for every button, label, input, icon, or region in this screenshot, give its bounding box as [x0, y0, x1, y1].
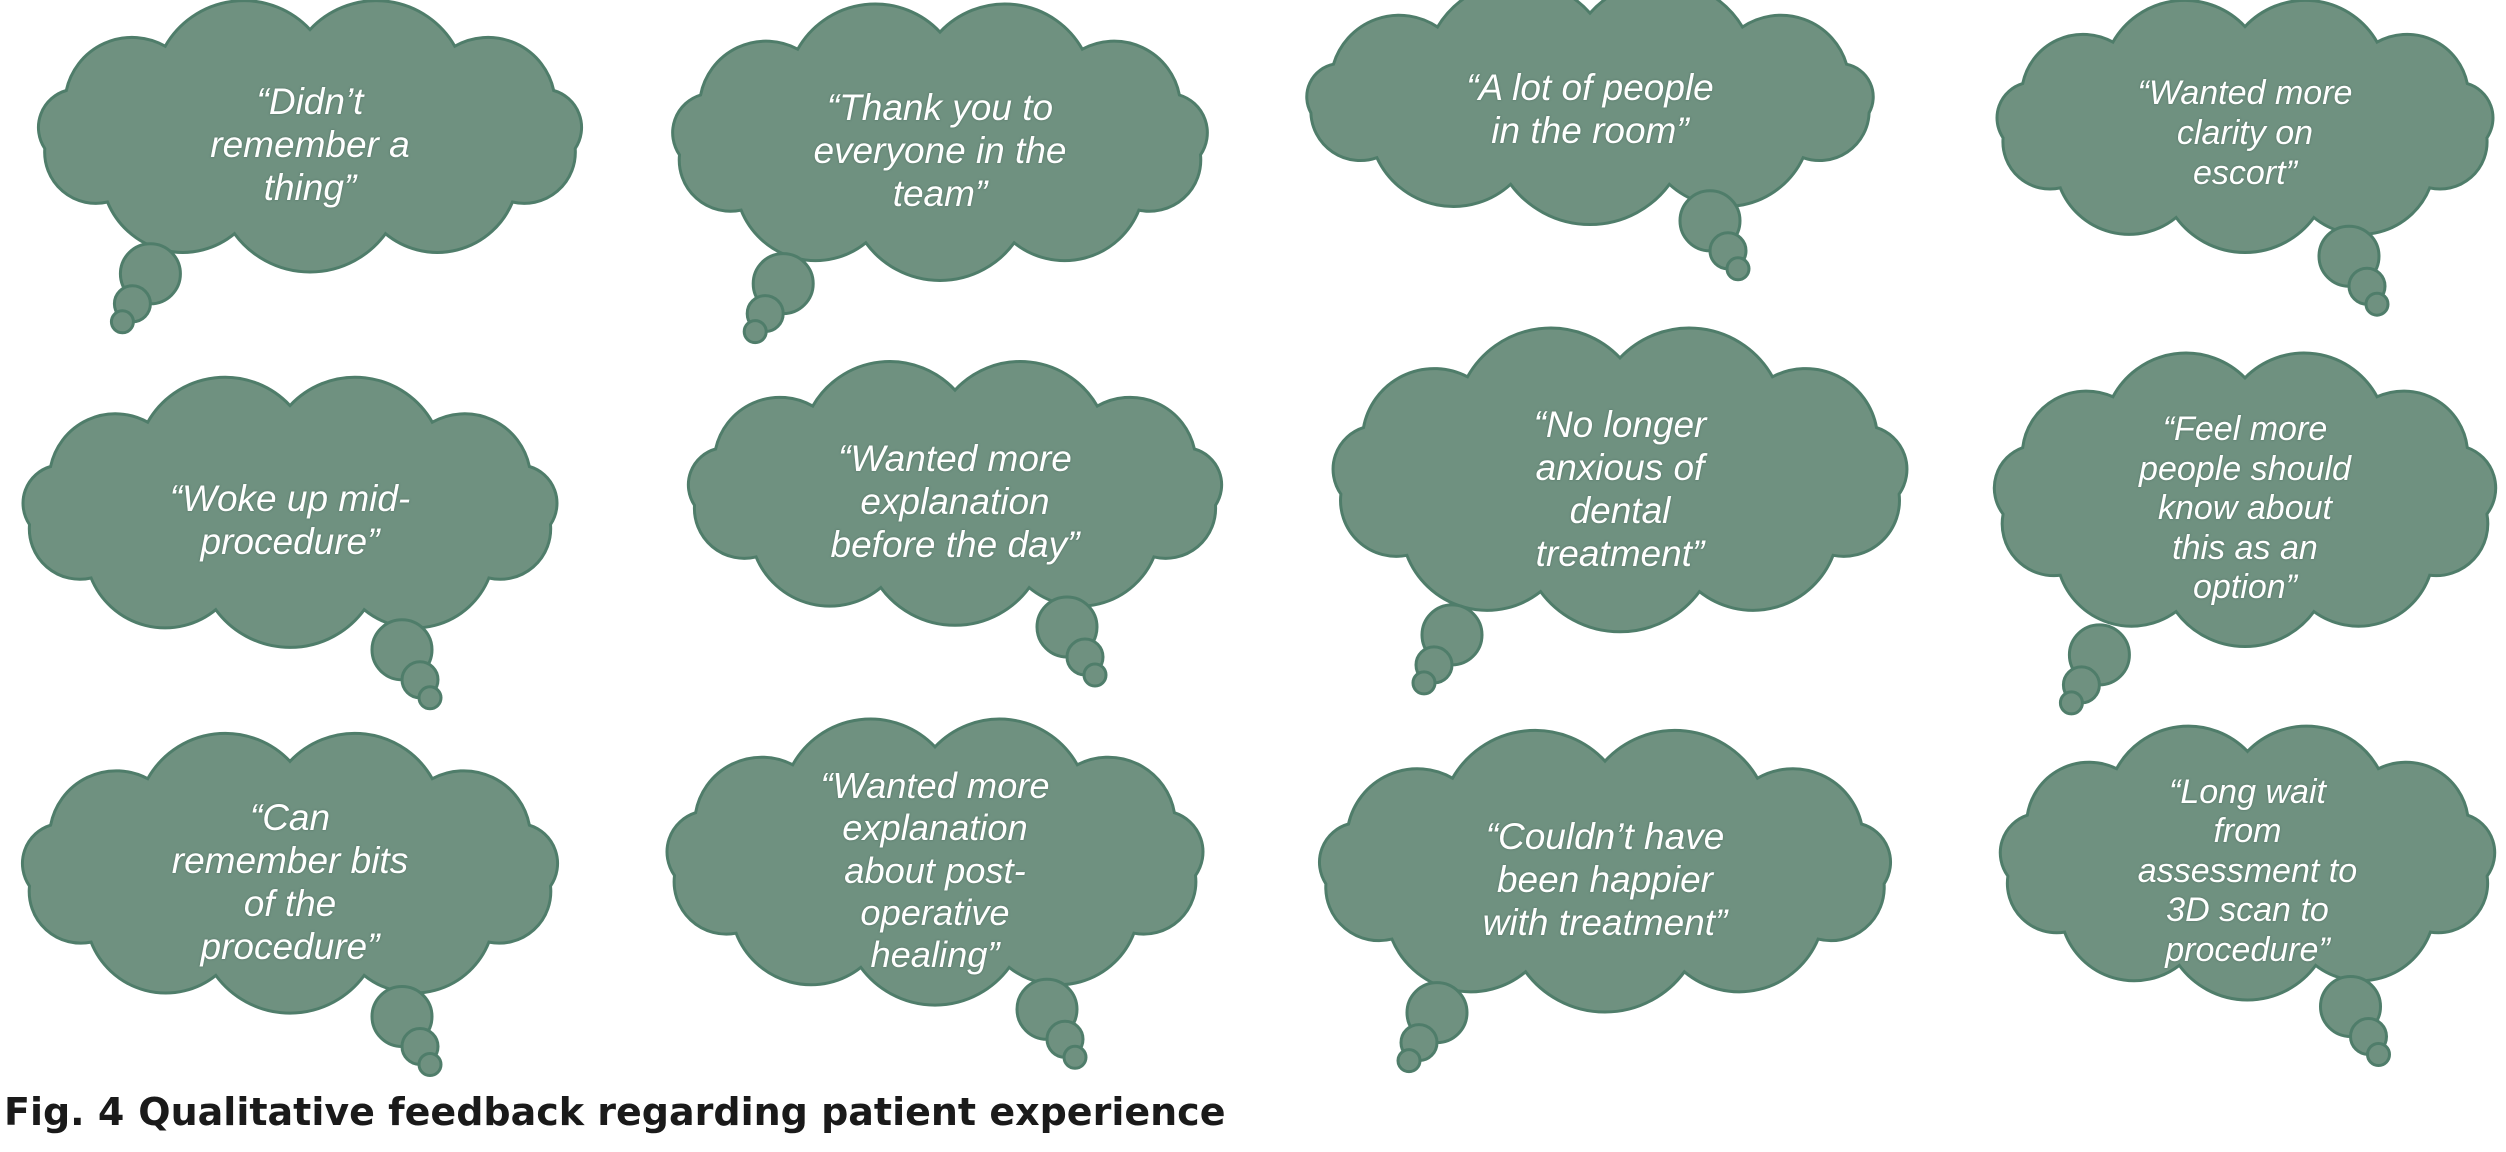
bubble-tail-circle [1725, 256, 1751, 282]
cloud-shape [686, 360, 1224, 688]
cloud-body [1331, 326, 1909, 634]
cloud-shape [1998, 724, 2497, 1067]
thought-bubble: “No longer anxious of dental treatment” [1320, 326, 1920, 696]
cloud-shape [20, 731, 560, 1077]
figure-title: Qualitative feedback regarding patient e… [138, 1090, 1226, 1134]
cloud-body [665, 717, 1205, 1007]
cloud-body [1318, 728, 1892, 1014]
cloud-shape [1331, 326, 1909, 696]
bubble-tail-circle [2058, 690, 2084, 716]
feedback-quote: “Wanted more explanation about post- ope… [820, 765, 1050, 975]
feedback-quote: “Feel more people should know about this… [2139, 410, 2351, 607]
cloud-body [686, 360, 1224, 627]
cloud-body [1992, 351, 2498, 648]
thought-bubble: “Thank you to everyone in the team” [660, 2, 1220, 345]
cloud-body [1998, 724, 2497, 1002]
cloud-body [36, 0, 584, 274]
feedback-quote: “Woke up mid- procedure” [169, 478, 411, 563]
thought-bubble: “Feel more people should know about this… [1985, 351, 2505, 716]
feedback-quote: “Long wait from assessment to 3D scan to… [2137, 772, 2358, 969]
cloud-shape [665, 717, 1205, 1070]
thought-bubble: “Wanted more explanation before the day” [675, 360, 1235, 688]
thought-bubble: “Can remember bits of the procedure” [10, 731, 570, 1077]
cloud-shape [21, 375, 559, 711]
feedback-quote: “Didn’t remember a thing” [210, 80, 410, 208]
cloud-shape [1305, 0, 1875, 282]
feedback-quote: “Wanted more clarity on escort” [2137, 74, 2353, 192]
bubble-tail-circle [1411, 670, 1437, 696]
feedback-quote: “Thank you to everyone in the team” [813, 86, 1067, 214]
cloud-body [1305, 0, 1875, 226]
cloud-shape [1995, 0, 2495, 317]
thought-bubble: “Didn’t remember a thing” [25, 0, 595, 335]
feedback-quote: “Wanted more explanation before the day” [830, 437, 1080, 565]
bubble-tail-circle [417, 1052, 443, 1077]
cloud-shape [1992, 351, 2498, 716]
bubble-tail-circle [417, 685, 443, 711]
thought-bubble: “Wanted more explanation about post- ope… [655, 717, 1215, 1070]
feedback-quote: “No longer anxious of dental treatment” [1533, 404, 1707, 575]
thought-bubble: “Wanted more clarity on escort” [1985, 0, 2505, 317]
bubble-tail-circle [1082, 662, 1108, 688]
feedback-quote: “A lot of people in the room” [1466, 67, 1714, 152]
bubble-tail-circle [742, 319, 768, 345]
cloud-shape [1318, 728, 1892, 1074]
feedback-quote: “Can remember bits of the procedure” [171, 796, 409, 967]
figure-label: Fig. 4 [4, 1090, 125, 1134]
bubble-tail-circle [2364, 291, 2390, 317]
cloud-body [1995, 0, 2495, 254]
bubble-tail-circle [1396, 1048, 1422, 1074]
bubble-tail-circle [109, 309, 135, 335]
cloud-body [21, 375, 559, 649]
thought-bubble: “Woke up mid- procedure” [10, 375, 570, 711]
cloud-body [20, 731, 560, 1015]
cloud-shape [671, 2, 1209, 345]
thought-bubble: “Long wait from assessment to 3D scan to… [1990, 724, 2505, 1067]
figure-caption: Fig. 4 Qualitative feedback regarding pat… [4, 1088, 1604, 1136]
thought-bubble: “Couldn’t have been happier with treatme… [1305, 728, 1905, 1074]
bubble-tail-circle [1062, 1044, 1088, 1070]
thought-bubble: “A lot of people in the room” [1290, 0, 1890, 282]
cloud-body [671, 2, 1209, 282]
cloud-shape [36, 0, 584, 335]
feedback-quote: “Couldn’t have been happier with treatme… [1482, 815, 1728, 943]
bubble-tail-circle [2366, 1042, 2391, 1067]
